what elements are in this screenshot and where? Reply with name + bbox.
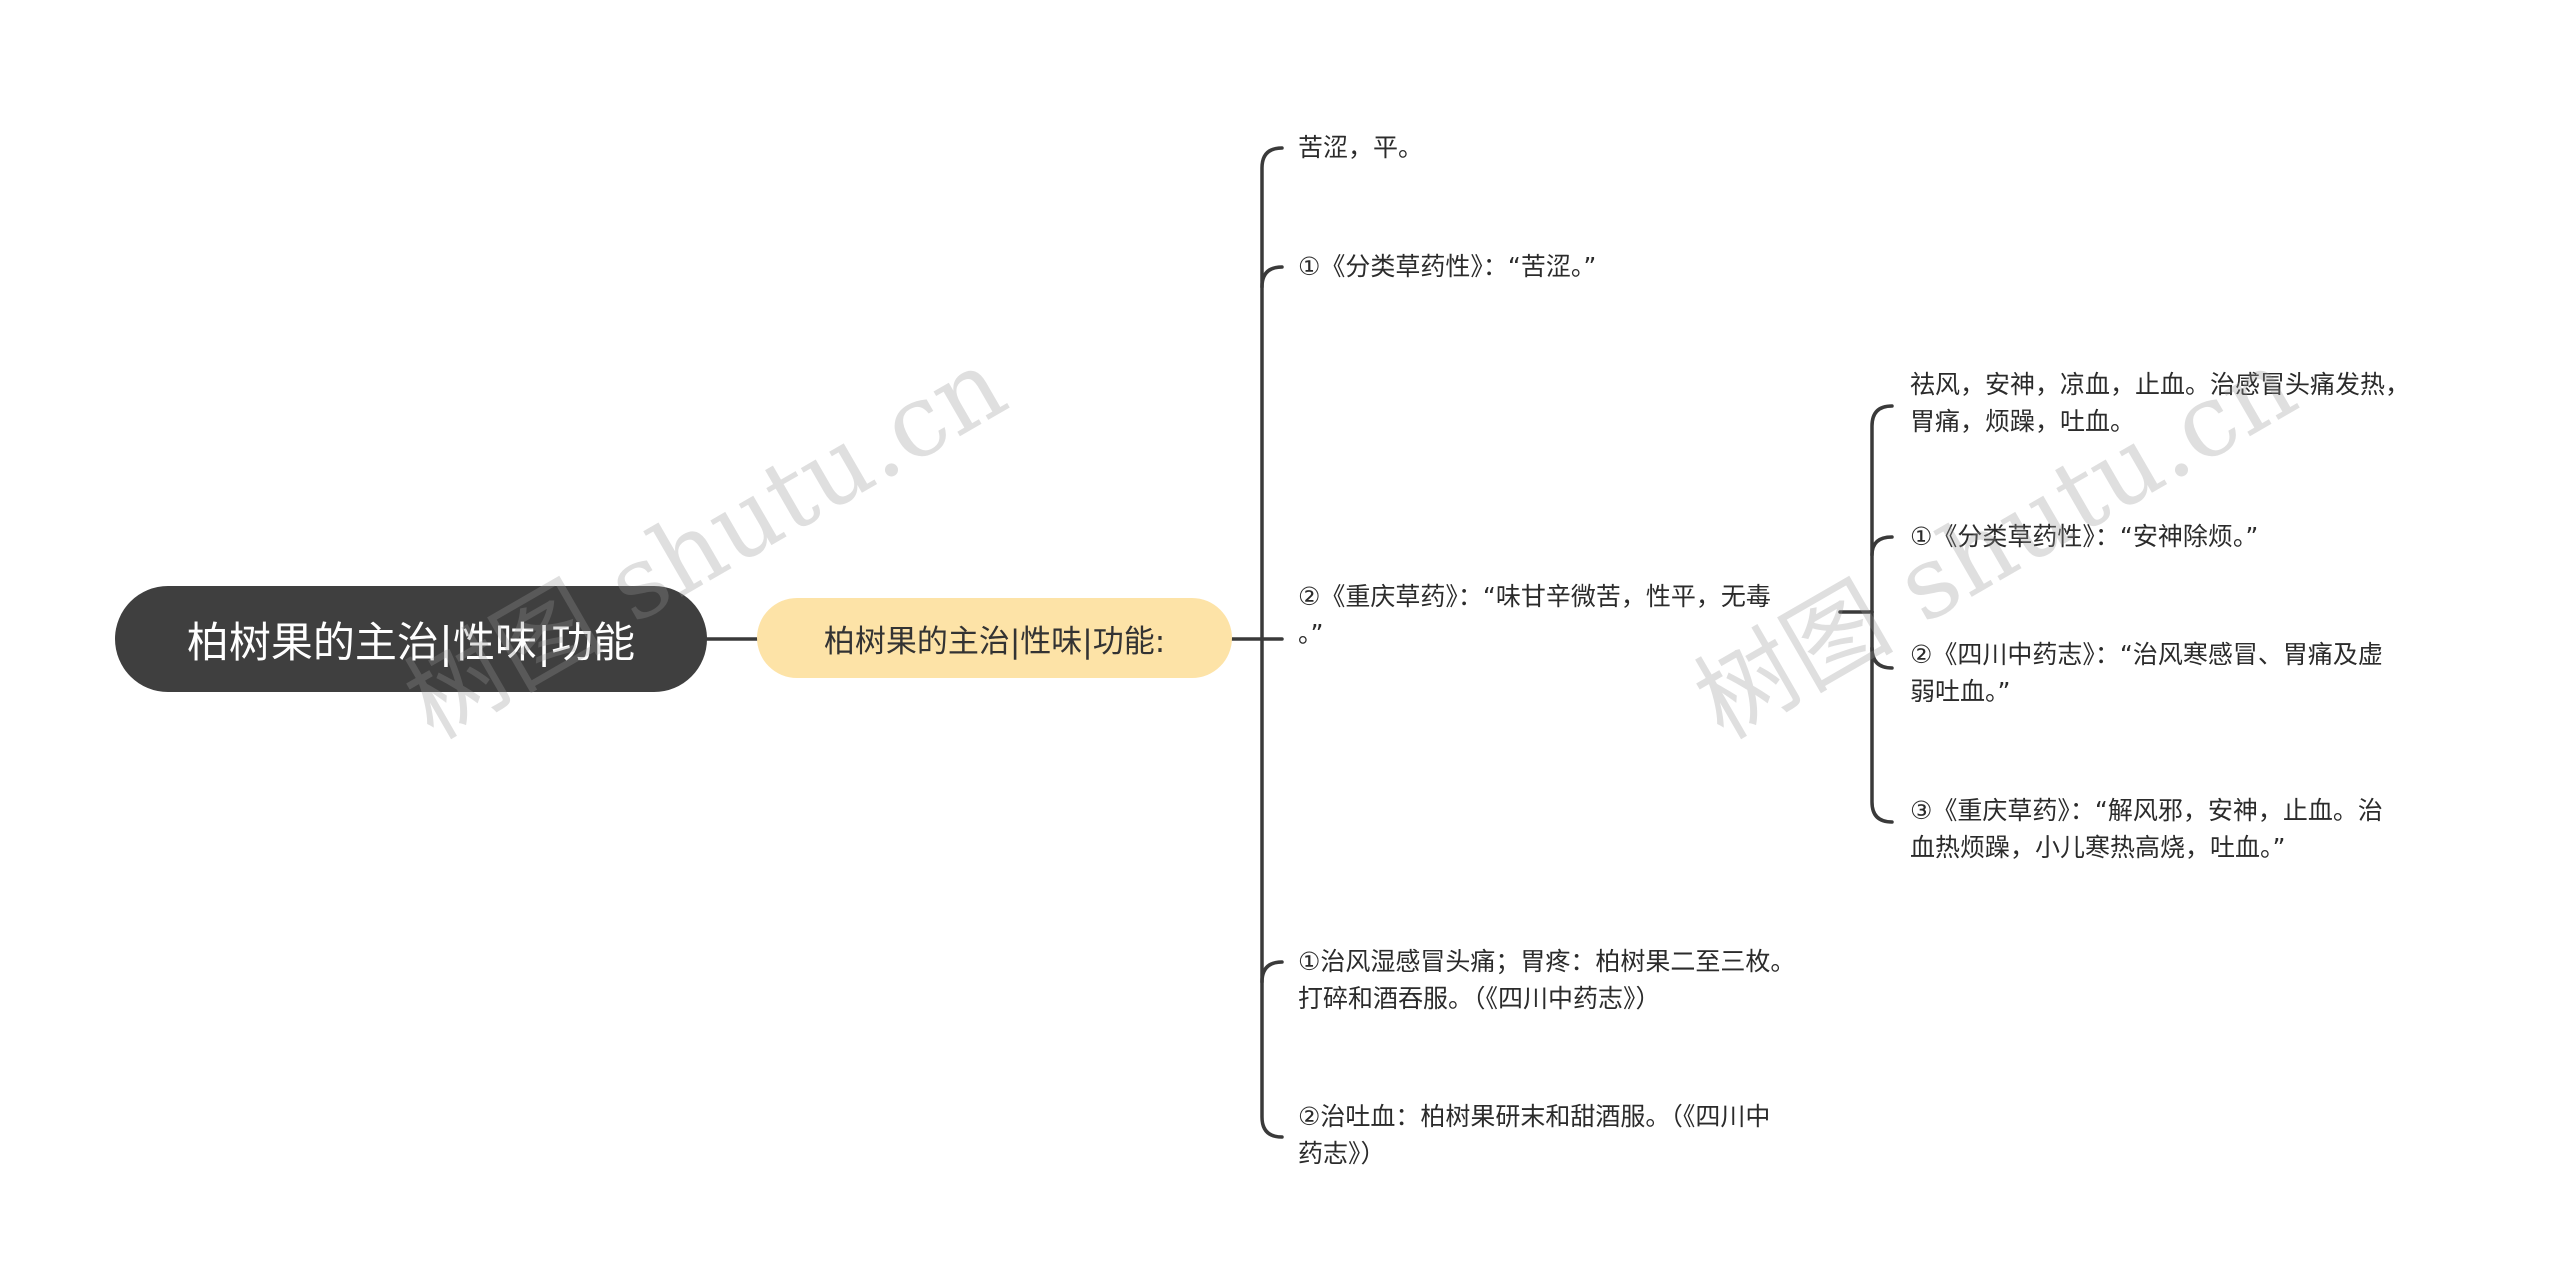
main-topic-label: 柏树果的主治|性味|功能: (823, 623, 1166, 660)
sub-node-sichuan[interactable]: ②《四川中药志》：“治风寒感冒、胃痛及虚 弱吐血。” (1910, 636, 2383, 710)
branch-line: 。” (1298, 619, 1324, 648)
sub-node-chongqing[interactable]: ③《重庆草药》：“解风邪，安神，止血。治 血热烦躁，小儿寒热高烧，吐血。” (1910, 792, 2383, 866)
sub-bracket-arm (1870, 646, 1894, 670)
bracket-arm (1260, 960, 1284, 984)
sub-line: ③《重庆草药》：“解风邪，安神，止血。治 (1910, 796, 2383, 825)
sub-node-classification[interactable]: ①《分类草药性》：“安神除烦。” (1910, 518, 2258, 555)
branch-node-taste[interactable]: 苦涩，平。 (1298, 129, 1423, 166)
branch-line: ①《分类草药性》：“苦涩。” (1298, 252, 1597, 281)
sub-line: 弱吐血。” (1910, 677, 2011, 706)
bracket-bottom (1260, 637, 1284, 1139)
branch-line: 打碎和酒吞服。（《四川中药志》） (1298, 984, 1661, 1013)
main-topic-node[interactable]: 柏树果的主治|性味|功能: (757, 598, 1232, 678)
sub-bracket-bottom (1870, 610, 1894, 824)
sub-line: ②《四川中药志》：“治风寒感冒、胃痛及虚 (1910, 640, 2383, 669)
branch-node-remedy-1[interactable]: ①治风湿感冒头痛；胃疼：柏树果二至三枚。 打碎和酒吞服。（《四川中药志》） (1298, 943, 1795, 1017)
branch-line: ②治吐血：柏树果研末和甜酒服。（《四川中 (1298, 1102, 1771, 1131)
bracket-top (1260, 146, 1284, 641)
branch-line: 药志》） (1298, 1139, 1386, 1168)
root-label: 柏树果的主治|性味|功能 (186, 617, 636, 667)
branch-line: 苦涩，平。 (1298, 133, 1424, 162)
sub-line: 胃痛，烦躁，吐血。 (1910, 407, 2136, 436)
sub-bracket-top (1870, 404, 1894, 614)
branch-line: ①治风湿感冒头痛；胃疼：柏树果二至三枚。 (1298, 947, 1796, 976)
sub-line: ①《分类草药性》：“安神除烦。” (1910, 522, 2259, 551)
sub-bracket-arm (1870, 535, 1894, 557)
sub-node-functions[interactable]: 祛风，安神，凉血，止血。治感冒头痛发热， 胃痛，烦躁，吐血。 (1910, 366, 2410, 440)
branch-node-classification[interactable]: ①《分类草药性》：“苦涩。” (1298, 248, 1596, 285)
root-node[interactable]: 柏树果的主治|性味|功能 (115, 586, 707, 692)
sub-line: 血热烦躁，小儿寒热高烧，吐血。” (1910, 833, 2286, 862)
bracket-arm (1260, 265, 1284, 289)
sub-line: 祛风，安神，凉血，止血。治感冒头痛发热， (1910, 370, 2411, 399)
branch-node-remedy-2[interactable]: ②治吐血：柏树果研末和甜酒服。（《四川中 药志》） (1298, 1098, 1770, 1172)
branch-line: ②《重庆草药》：“味甘辛微苦，性平，无毒 (1298, 582, 1771, 611)
branch-node-chongqing[interactable]: ②《重庆草药》：“味甘辛微苦，性平，无毒 。” (1298, 578, 1771, 652)
